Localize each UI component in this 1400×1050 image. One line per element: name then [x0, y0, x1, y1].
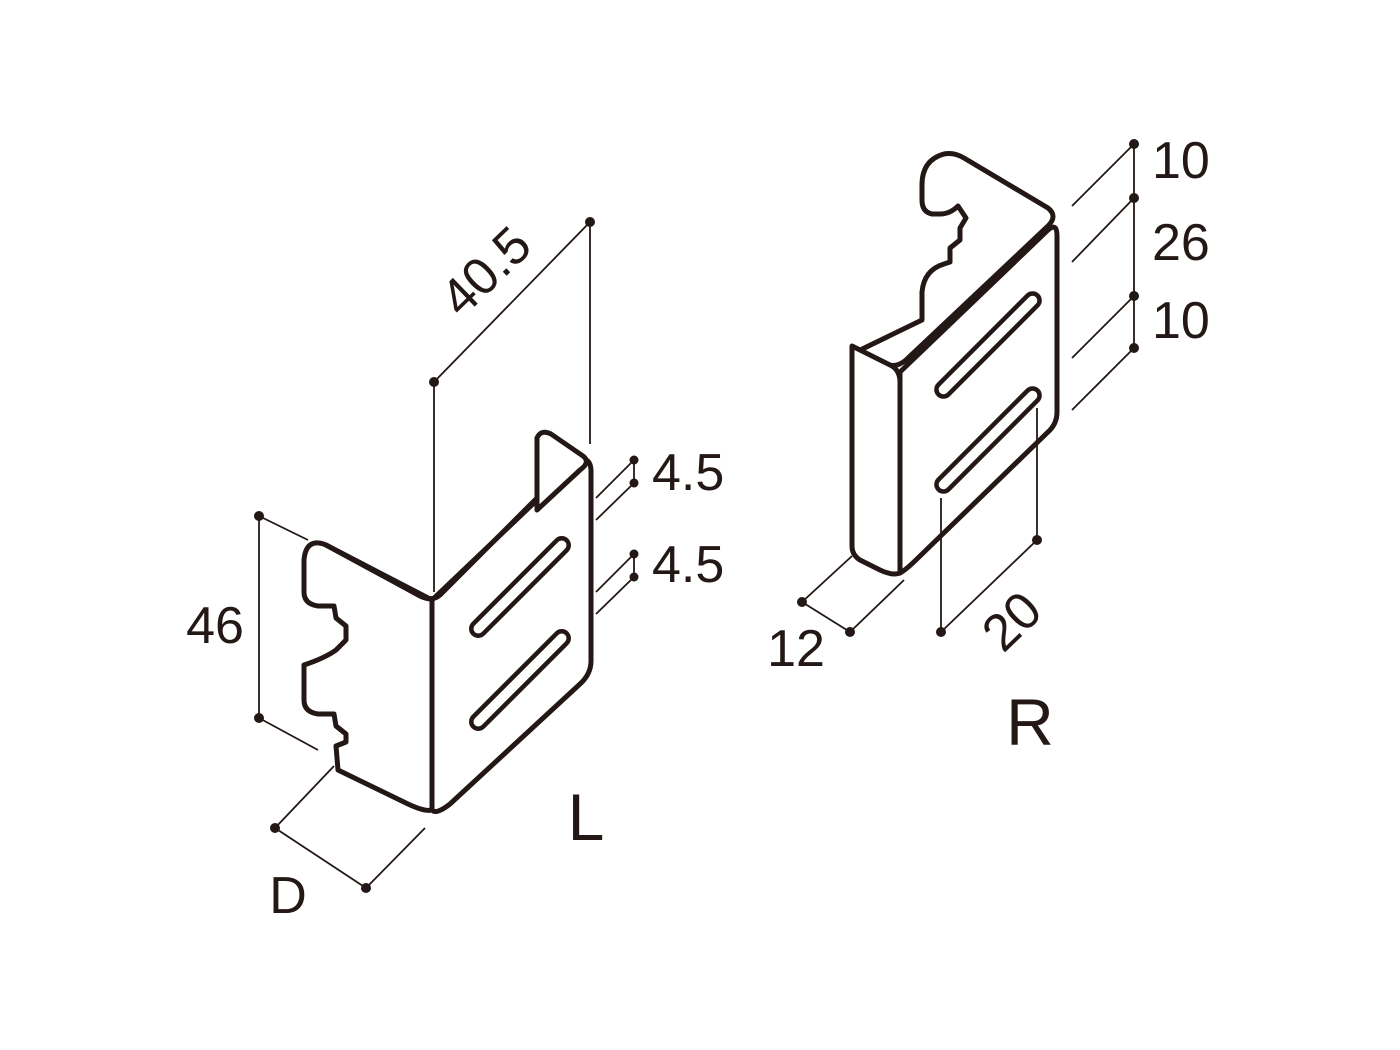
left-part-label: L [568, 780, 605, 854]
dim-label-length: 40.5 [430, 216, 543, 328]
dim-depth-d: D [269, 765, 426, 925]
dim-label-depth-12: 12 [767, 620, 825, 678]
dim-label-slot-upper: 4.5 [652, 444, 724, 502]
dim-label-top-margin: 10 [1152, 132, 1210, 190]
dim-height-46: 46 [186, 511, 319, 751]
dim-depth-12: 12 [767, 555, 905, 678]
dim-label-bottom-margin: 10 [1152, 292, 1210, 350]
dim-label-height: 46 [186, 597, 244, 655]
dim-label-slot-spacing: 26 [1152, 214, 1210, 272]
dim-vertical-chain: 10 26 10 [1071, 132, 1210, 411]
right-lower-slot [934, 386, 1042, 494]
dim-label-depth: D [269, 867, 307, 925]
right-part-label: R [1006, 685, 1054, 759]
left-bracket [301, 429, 594, 814]
dim-slot-width-lower: 4.5 [595, 536, 724, 615]
right-upper-slot [934, 291, 1042, 399]
right-bracket-side-plate [849, 343, 903, 577]
left-lower-slot [469, 629, 571, 731]
dim-slot-width-upper: 4.5 [595, 444, 724, 521]
dim-label-slot-length: 20 [971, 581, 1053, 663]
dim-label-slot-lower: 4.5 [652, 536, 724, 594]
left-upper-slot [469, 536, 571, 638]
left-bracket-side-flange [301, 540, 435, 813]
left-bracket-top-lip [534, 429, 589, 513]
right-bracket [849, 151, 1060, 577]
